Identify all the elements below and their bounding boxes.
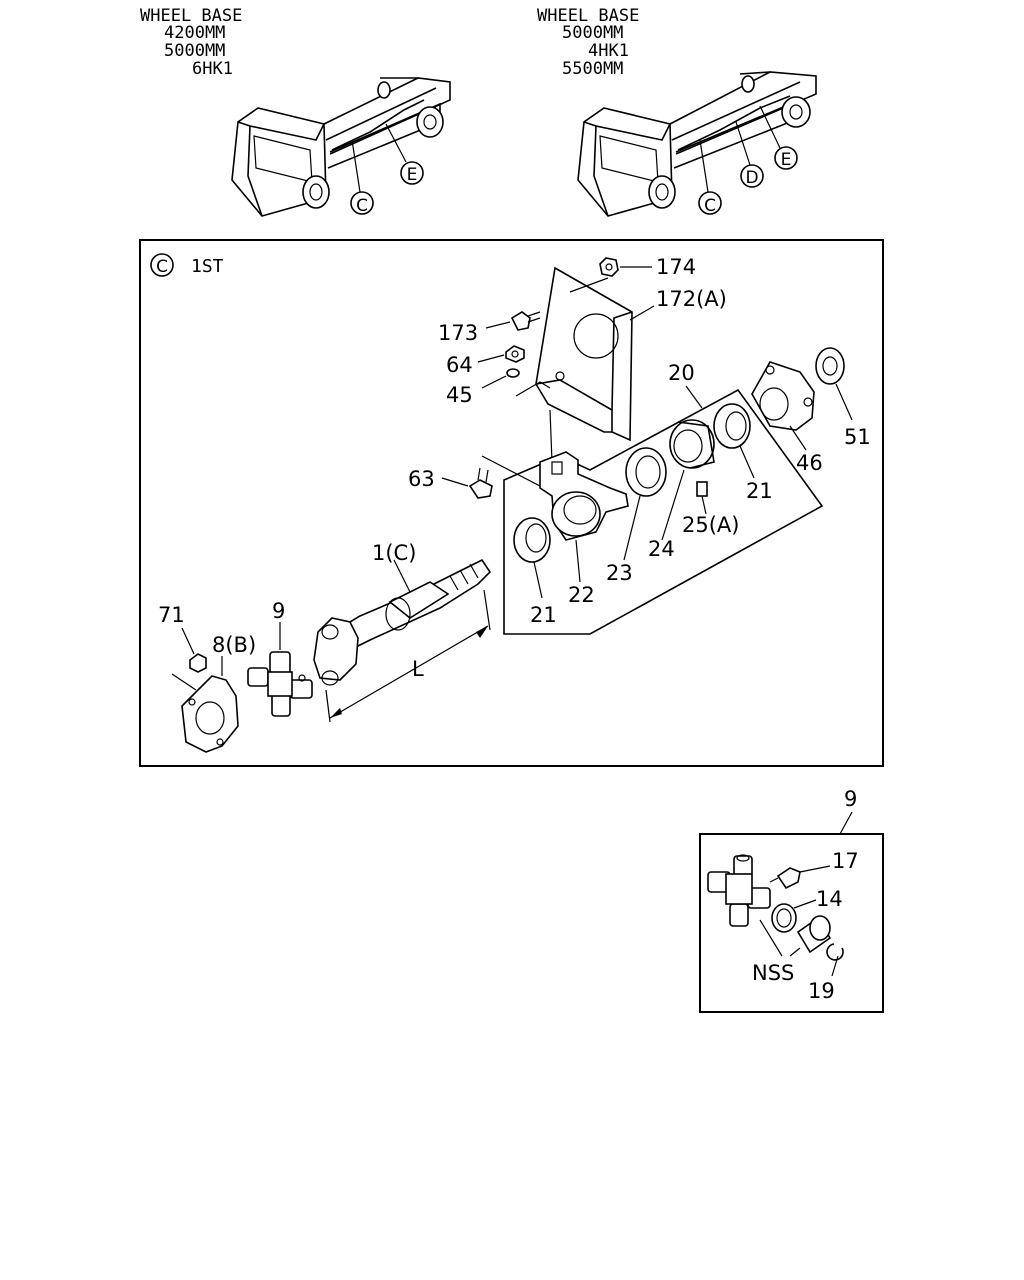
nut-64-washer-45-drawing [477, 345, 525, 389]
bearing-housing-22-drawing [539, 451, 629, 541]
nut-51-drawing [815, 347, 853, 421]
section-label: 1ST [191, 256, 224, 277]
spec-left-line-4: 6HK1 [192, 59, 233, 79]
bearing-21-left-drawing [513, 517, 551, 599]
flange-yoke-8-drawing [171, 656, 239, 753]
callout-c-right: C [704, 196, 716, 216]
label-24: 24 [648, 537, 675, 561]
callout-d-right: D [745, 168, 758, 188]
label-17: 17 [832, 849, 859, 873]
bearing-21-right-drawing [713, 403, 755, 479]
label-21-left: 21 [530, 603, 557, 627]
label-9-main: 9 [272, 599, 285, 623]
nut-71-drawing [181, 627, 207, 673]
vehicle-spec-right: WHEEL BASE 5000MM 4HK1 5500MM [537, 6, 639, 79]
label-nss: NSS [752, 961, 794, 985]
label-20: 20 [668, 361, 695, 385]
snap-ring-19-drawing [826, 943, 844, 977]
label-64: 64 [446, 353, 473, 377]
label-174: 174 [656, 255, 696, 279]
label-14: 14 [816, 887, 843, 911]
spec-right-line-1: WHEEL BASE [537, 6, 639, 26]
main-panel-frame [139, 239, 884, 767]
label-8b: 8(B) [212, 633, 256, 657]
spec-right-line-2: 5000MM [562, 23, 623, 43]
flange-46-drawing [751, 361, 815, 451]
label-71: 71 [158, 603, 185, 627]
callout-c-left: C [356, 196, 368, 216]
universal-joint-9-drawing [247, 622, 313, 717]
section-mark: C [156, 257, 168, 277]
spider-detail-drawing [707, 854, 771, 927]
label-25a: 25(A) [682, 513, 739, 537]
label-21-right: 21 [746, 479, 773, 503]
bolt-173-drawing [485, 311, 541, 331]
label-9-detail-ref: 9 [844, 787, 857, 811]
bracket-172-drawing [515, 266, 633, 442]
spec-left-line-3: 5000MM [164, 41, 225, 61]
label-173: 173 [438, 321, 478, 345]
yoke-drawing [313, 617, 359, 686]
bearing-cup-drawing [796, 915, 832, 954]
truck-left-illustration: C E [231, 77, 451, 217]
seal-14-drawing [771, 899, 817, 933]
grease-fitting-17-drawing [769, 865, 831, 890]
fitting-25-drawing [696, 481, 708, 515]
nut-174-drawing [569, 257, 652, 293]
ring-23-drawing [623, 447, 667, 561]
dimension-l: L [325, 589, 491, 723]
label-51: 51 [844, 425, 871, 449]
label-45: 45 [446, 383, 473, 407]
label-63: 63 [408, 467, 435, 491]
label-1c: 1(C) [372, 541, 416, 565]
seal-24-drawing [661, 419, 715, 541]
spec-right-line-3: 4HK1 [588, 41, 629, 61]
truck-right-illustration: C D E [577, 71, 817, 217]
label-46: 46 [796, 451, 823, 475]
spec-left-line-1: WHEEL BASE [140, 6, 242, 26]
label-172a: 172(A) [656, 287, 727, 311]
label-22: 22 [568, 583, 595, 607]
dimension-l-label: L [412, 657, 424, 681]
section-heading: C 1ST [150, 253, 224, 277]
detail-panel-frame [699, 833, 884, 1013]
callout-e-left: E [407, 165, 418, 185]
bolt-63-drawing [441, 467, 493, 499]
callout-e-right: E [781, 150, 792, 170]
vehicle-spec-left: WHEEL BASE 4200MM 5000MM 6HK1 [140, 6, 242, 79]
spec-right-line-4: 5500MM [562, 59, 623, 79]
spec-left-line-2: 4200MM [164, 23, 225, 43]
label-19: 19 [808, 979, 835, 1003]
label-23: 23 [606, 561, 633, 585]
